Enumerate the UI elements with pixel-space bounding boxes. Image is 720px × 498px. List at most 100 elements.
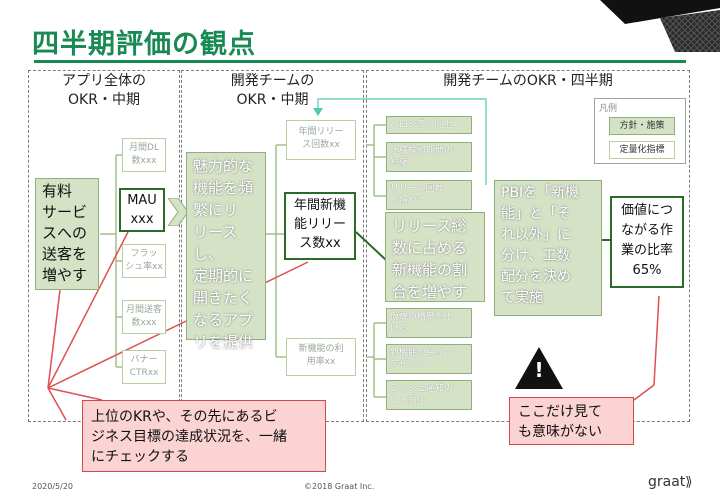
ratio-objective-box: リリース総 数に占める 新機能の割 合を増やす	[385, 212, 485, 302]
text-line: 機能を頻	[193, 179, 254, 197]
brand-name: graat	[648, 474, 686, 490]
footer-copyright: ©2018 Graat Inc.	[304, 482, 375, 491]
text-line: 新機能の割	[392, 261, 468, 279]
text-line: シュ率xx	[125, 262, 163, 272]
text-line: MAU	[127, 193, 157, 208]
text-line: 有料	[42, 182, 73, 200]
text-line: ベロシティ向上	[390, 120, 453, 130]
column-header-line: OKR・中期	[236, 92, 309, 108]
text-line: xxx	[130, 212, 154, 227]
policy-release-count: リリース回数 を増やす	[386, 180, 472, 210]
text-line: ス回数xx	[302, 140, 340, 150]
column-header-line: OKR・中期	[68, 92, 140, 108]
policy-spec-period: 仕様検討期間の 短縮	[386, 142, 472, 172]
text-line: リリース総	[392, 217, 467, 235]
text-line: ジネス目標の達成状況を、一緒	[91, 429, 287, 445]
text-line: 月間送客	[125, 305, 162, 315]
text-line: 仕様検討期間の	[390, 146, 454, 156]
text-line: 数xxx	[131, 318, 157, 328]
text-line: 能」と「そ	[501, 206, 571, 222]
kpi-new-feature-usage: 新機能の利 用率xx	[286, 338, 356, 376]
text-line: 配分を決め	[501, 269, 571, 285]
column-header-line: アプリ全体の	[62, 73, 146, 89]
team-objective-box: 魅力的な 機能を頻 繁にリ リースし、 定期的に 開きたく なるアプ リを提供	[186, 152, 266, 351]
text-line: げる	[390, 324, 409, 334]
policy-hypothesis: 仮説の精度を上 げる	[386, 308, 472, 338]
text-line: 定期的に	[193, 267, 254, 285]
text-line: リを提供	[193, 333, 254, 351]
text-line: サービ	[42, 203, 88, 221]
text-line: リースし、	[193, 223, 238, 263]
text-line: フラッ	[130, 249, 158, 259]
column-header-team-mid: 開発チームの OKR・中期	[181, 72, 364, 110]
policy-velocity: ベロシティ向上	[386, 116, 472, 134]
column-header-line: 開発チームのOKR・四半期	[443, 73, 613, 89]
policy-design: 新機能が目立つ デザイン	[386, 344, 472, 374]
text-line: 短縮	[390, 158, 409, 168]
legend: 凡例 方針・施策 定量化指標	[594, 98, 686, 164]
column-header-team-quarter: 開発チームのOKR・四半期	[366, 72, 690, 91]
mau-kpi-box: MAU xxx	[119, 188, 165, 232]
text-line: 月間DL	[129, 143, 159, 153]
text-line: 新機能が目立つ	[390, 348, 454, 358]
text-line: 仮説の精度を上	[390, 312, 454, 322]
text-line: 分け、工数	[501, 248, 571, 264]
warning-mark: !	[534, 358, 544, 382]
objective-box: 有料 サービ スへの 送客を 増やす	[35, 178, 99, 290]
text-line: を増やす	[390, 196, 427, 206]
text-line: 数xxx	[131, 156, 157, 166]
graat-logo-icon: graat⟫	[648, 474, 693, 490]
column-header-app: アプリ全体の OKR・中期	[28, 72, 180, 110]
text-line: 年間リリー	[298, 127, 344, 137]
callout-check-together: 上位のKRや、その先にあるビ ジネス目標の達成状況を、一緒 にチェックする	[82, 400, 326, 472]
text-line: プッシュ通知の	[390, 384, 454, 394]
new-feature-release-box: 年間新機 能リリー ス数xx	[284, 192, 356, 260]
text-line: ながる作	[620, 223, 673, 238]
text-line: ス数xx	[299, 236, 341, 251]
text-line: 魅力的な	[193, 157, 254, 175]
kpi-flash-rate: フラッ シュ率xx	[122, 244, 166, 278]
text-line: 数に占める	[392, 239, 468, 257]
text-line: て実施	[501, 290, 543, 306]
text-line: 繁にリ	[193, 201, 239, 219]
text-line: CTRxx	[129, 368, 159, 378]
brand-chevron-icon: ⟫	[685, 475, 693, 490]
text-line: 送客を	[42, 245, 88, 263]
kpi-monthly-dl: 月間DL 数xxx	[122, 138, 166, 172]
kpi-monthly-gift: 月間送客 数xxx	[122, 300, 166, 334]
policy-push-ctr: プッシュ通知の CTR向上	[386, 380, 472, 410]
text-line: 能リリー	[293, 217, 346, 232]
text-line: 合を増やす	[392, 283, 468, 301]
text-line: 価値につ	[620, 203, 673, 218]
text-line: 開きたく	[193, 289, 254, 307]
text-line: も意味がない	[518, 424, 602, 440]
kpi-release-count: 年間リリー ス回数xx	[286, 120, 356, 160]
title-underline	[34, 60, 686, 63]
page-title: 四半期評価の観点	[32, 29, 256, 60]
text-line: PBIを「新機	[501, 185, 580, 201]
text-line: デザイン	[390, 360, 427, 370]
text-line: なるアプ	[193, 311, 254, 329]
text-line: リリース回数	[390, 184, 444, 194]
warning-triangle-icon	[515, 347, 563, 389]
text-line: 65%	[632, 263, 662, 278]
text-line: にチェックする	[91, 449, 189, 465]
kpi-banner-ctr: バナー CTRxx	[122, 350, 166, 384]
legend-metric: 定量化指標	[609, 141, 675, 159]
text-line: 業の比率	[620, 243, 673, 258]
flow-arrow-icon	[168, 198, 188, 226]
text-line: バナー	[130, 355, 158, 365]
text-line: 用率xx	[306, 357, 336, 367]
text-line: 増やす	[42, 266, 88, 284]
text-line: 新機能の利	[298, 344, 344, 354]
corner-decoration-icon	[600, 0, 720, 52]
legend-title: 凡例	[599, 104, 618, 114]
value-ratio-kpi-box: 価値につ ながる作 業の比率 65%	[610, 196, 684, 288]
pbi-policy-box: PBIを「新機 能」と「そ れ以外」に 分け、工数 配分を決め て実施	[494, 180, 602, 316]
text-line: CTR向上	[390, 396, 427, 406]
text-line: 年間新機	[293, 198, 346, 213]
legend-policy: 方針・施策	[609, 117, 675, 135]
text-line: スへの	[42, 224, 88, 242]
text-line: ここだけ見て	[518, 404, 602, 420]
